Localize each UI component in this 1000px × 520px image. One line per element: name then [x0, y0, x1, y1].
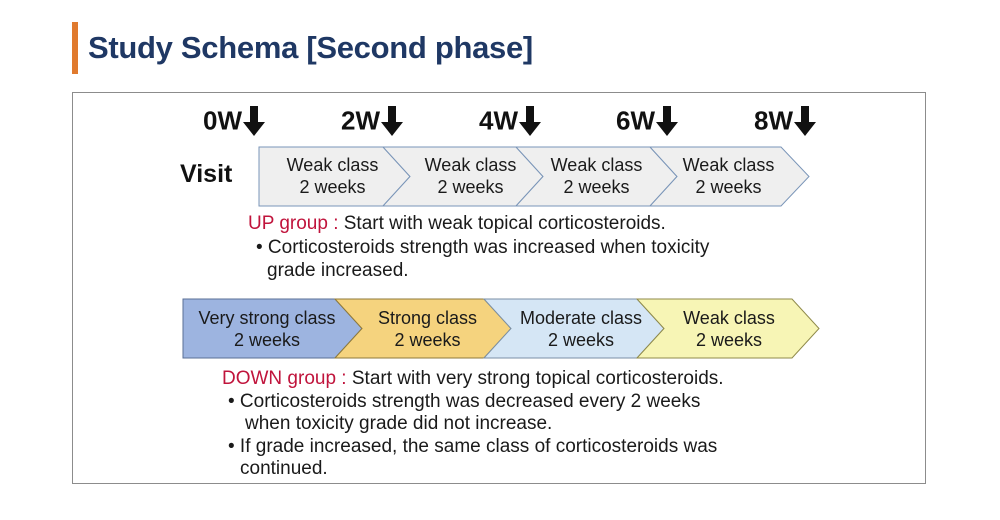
- up-segment-3: Weak class 2 weeks: [534, 154, 659, 198]
- up-group-label: UP group :: [248, 213, 339, 234]
- up-segment-2: Weak class 2 weeks: [408, 154, 533, 198]
- down-segment-2: Strong class 2 weeks: [360, 307, 495, 351]
- segment-class: Very strong class: [198, 308, 336, 328]
- down-group-text: Start with very strong topical corticost…: [346, 368, 724, 389]
- down-bullet-1-line-2: when toxicity grade did not increase.: [245, 413, 553, 434]
- down-arrow-icon: [794, 106, 816, 137]
- up-bullet-1-line-1: • Corticosteroids strength was increased…: [256, 237, 710, 258]
- segment-duration: 2 weeks: [394, 330, 461, 350]
- week-marker-4: 4W: [479, 104, 541, 137]
- segment-duration: 2 weeks: [299, 177, 366, 197]
- week-label: 2W: [341, 105, 380, 136]
- week-marker-0: 0W: [203, 104, 265, 137]
- up-bullet-1-line-2: grade increased.: [267, 260, 409, 281]
- week-label: 0W: [203, 105, 242, 136]
- segment-class: Weak class: [286, 155, 379, 175]
- segment-class: Weak class: [683, 308, 775, 328]
- week-label: 8W: [754, 105, 793, 136]
- down-arrow-icon: [243, 106, 265, 137]
- down-arrow-icon: [519, 106, 541, 137]
- week-marker-8: 8W: [754, 104, 816, 137]
- segment-class: Weak class: [550, 155, 643, 175]
- up-segment-4: Weak class 2 weeks: [666, 154, 791, 198]
- down-group-label: DOWN group :: [222, 368, 347, 389]
- segment-class: Strong class: [377, 308, 478, 328]
- week-marker-2: 2W: [341, 104, 403, 137]
- down-segment-1: Very strong class 2 weeks: [186, 307, 348, 351]
- up-segment-1: Weak class 2 weeks: [270, 154, 395, 198]
- segment-duration: 2 weeks: [547, 330, 615, 350]
- segment-duration: 2 weeks: [695, 330, 763, 350]
- segment-class: Moderate class: [519, 308, 643, 328]
- up-group-text: Start with weak topical corticosteroids.: [338, 213, 666, 234]
- down-segment-3: Moderate class 2 weeks: [506, 307, 656, 351]
- up-group-line: UP group : Start with weak topical corti…: [248, 212, 666, 235]
- down-chevron-4: [635, 298, 820, 359]
- down-bullet-2-line-2: continued.: [240, 458, 328, 479]
- segment-duration: 2 weeks: [563, 177, 630, 197]
- down-bullet-1-line-1: • Corticosteroids strength was decreased…: [228, 391, 701, 412]
- week-label: 6W: [616, 105, 655, 136]
- week-label: 4W: [479, 105, 518, 136]
- down-segment-4: Weak class 2 weeks: [664, 307, 794, 351]
- segment-class: Weak class: [424, 155, 517, 175]
- up-chevron-4: [648, 146, 810, 207]
- down-arrow-icon: [381, 106, 403, 137]
- down-group-line: DOWN group : Start with very strong topi…: [222, 367, 724, 390]
- segment-class: Weak class: [682, 155, 775, 175]
- segment-duration: 2 weeks: [695, 177, 762, 197]
- title-accent-bar: [72, 22, 78, 74]
- segment-duration: 2 weeks: [437, 177, 504, 197]
- down-arrow-icon: [656, 106, 678, 137]
- visit-label: Visit: [180, 160, 233, 188]
- segment-duration: 2 weeks: [233, 330, 301, 350]
- week-marker-6: 6W: [616, 104, 678, 137]
- page-title: Study Schema [Second phase]: [88, 30, 533, 65]
- down-bullet-2-line-1: • If grade increased, the same class of …: [228, 436, 718, 457]
- schema-frame: [72, 92, 926, 484]
